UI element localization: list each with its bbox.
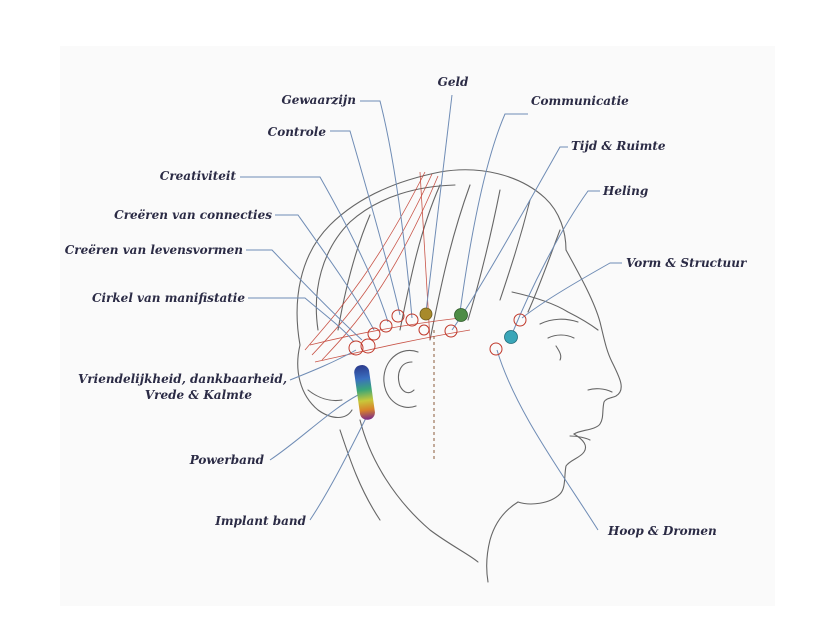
hair-strand-2 (429, 184, 471, 341)
mouth (569, 435, 591, 441)
leader-vriendelijkheid (289, 349, 357, 381)
label-heling: Heling (603, 184, 649, 198)
leader-communicatie (459, 113, 528, 313)
grid-line-4 (309, 317, 461, 346)
eyelash (555, 345, 562, 361)
leader-tijd-ruimte (451, 146, 568, 331)
label-creeren-connecties: Creëren van connecties (114, 208, 272, 222)
label-vorm-structuur: Vorm & Structuur (626, 256, 747, 270)
leader-hoop-dromen (496, 349, 599, 531)
leader-implant-band (309, 409, 371, 521)
dot-heling (504, 330, 518, 344)
grid-line-1 (304, 171, 426, 351)
hair-strand-4 (499, 199, 531, 301)
bun-detail (307, 389, 343, 402)
eye (547, 334, 575, 339)
marker-vriendelijkheid-2 (360, 338, 376, 354)
label-communicatie: Communicatie (531, 94, 629, 108)
marker-communicatie-extra (418, 324, 430, 336)
leader-heling (511, 190, 600, 335)
head-outline (296, 169, 622, 583)
nostril (587, 388, 613, 393)
bangs-line (511, 291, 599, 331)
marker-hoop-dromen (489, 342, 503, 356)
powerband-bar (354, 365, 375, 420)
marker-controle (391, 309, 405, 323)
leader-gewaarzijn (360, 100, 413, 319)
marker-connecties (367, 327, 381, 341)
marker-vorm-structuur (513, 313, 527, 327)
chakra-markers (348, 309, 527, 356)
leader-creeren-levensvormen (246, 249, 363, 341)
hair-inner-line (315, 184, 456, 331)
hair-strand-5 (337, 214, 371, 331)
marker-creativiteit (379, 319, 393, 333)
grid-line-3 (321, 175, 439, 361)
label-controle: Controle (267, 125, 326, 139)
leader-vorm-structuur (521, 262, 622, 319)
label-geld: Geld (437, 75, 469, 89)
jaw-line (486, 501, 519, 583)
label-vriendelijkheid-line1: Vriendelijkheid, dankbaarheid, (78, 372, 287, 386)
ear-inner (397, 361, 415, 394)
hair-strand-3 (467, 189, 501, 321)
leader-lines (240, 94, 622, 531)
label-vriendelijkheid-line2: Vrede & Kalmte (144, 388, 252, 402)
hair-bun (297, 344, 353, 419)
marker-gewaarzijn (405, 313, 419, 327)
neck-back (339, 429, 381, 521)
label-creativiteit: Creativiteit (159, 169, 236, 183)
leader-controle (330, 130, 401, 316)
marker-vriendelijkheid-1 (348, 340, 364, 356)
label-tijd-ruimte: Tijd & Ruimte (571, 139, 666, 153)
label-cirkel-manifistatie: Cirkel van manifistatie (91, 291, 245, 305)
label-hoop-dromen: Hoop & Dromen (608, 524, 717, 538)
skull-outline (296, 169, 567, 346)
ear-outer (383, 350, 419, 408)
label-creeren-levensvormen: Creëren van levensvormen (64, 243, 243, 257)
leader-creativiteit (240, 176, 389, 323)
energy-grid-lines (304, 171, 471, 363)
label-implant-band: Implant band (215, 514, 306, 528)
back-of-neck (359, 419, 479, 563)
face-profile (517, 321, 622, 505)
grid-line-2 (311, 173, 433, 356)
hair-strand-6 (527, 229, 561, 313)
grid-line-5 (314, 329, 471, 363)
eyebrow (539, 318, 579, 325)
leader-powerband (269, 394, 359, 461)
leader-cirkel-manifistatie (248, 297, 355, 343)
label-gewaarzijn: Gewaarzijn (281, 93, 356, 107)
marker-tijd-ruimte (444, 324, 458, 338)
dot-geld (419, 307, 433, 321)
forehead (565, 249, 601, 323)
leader-creeren-connecties (275, 214, 375, 331)
dot-communicatie (454, 308, 468, 322)
label-powerband: Powerband (189, 453, 264, 467)
leader-geld (425, 94, 453, 313)
diagram-background-panel (60, 46, 775, 606)
